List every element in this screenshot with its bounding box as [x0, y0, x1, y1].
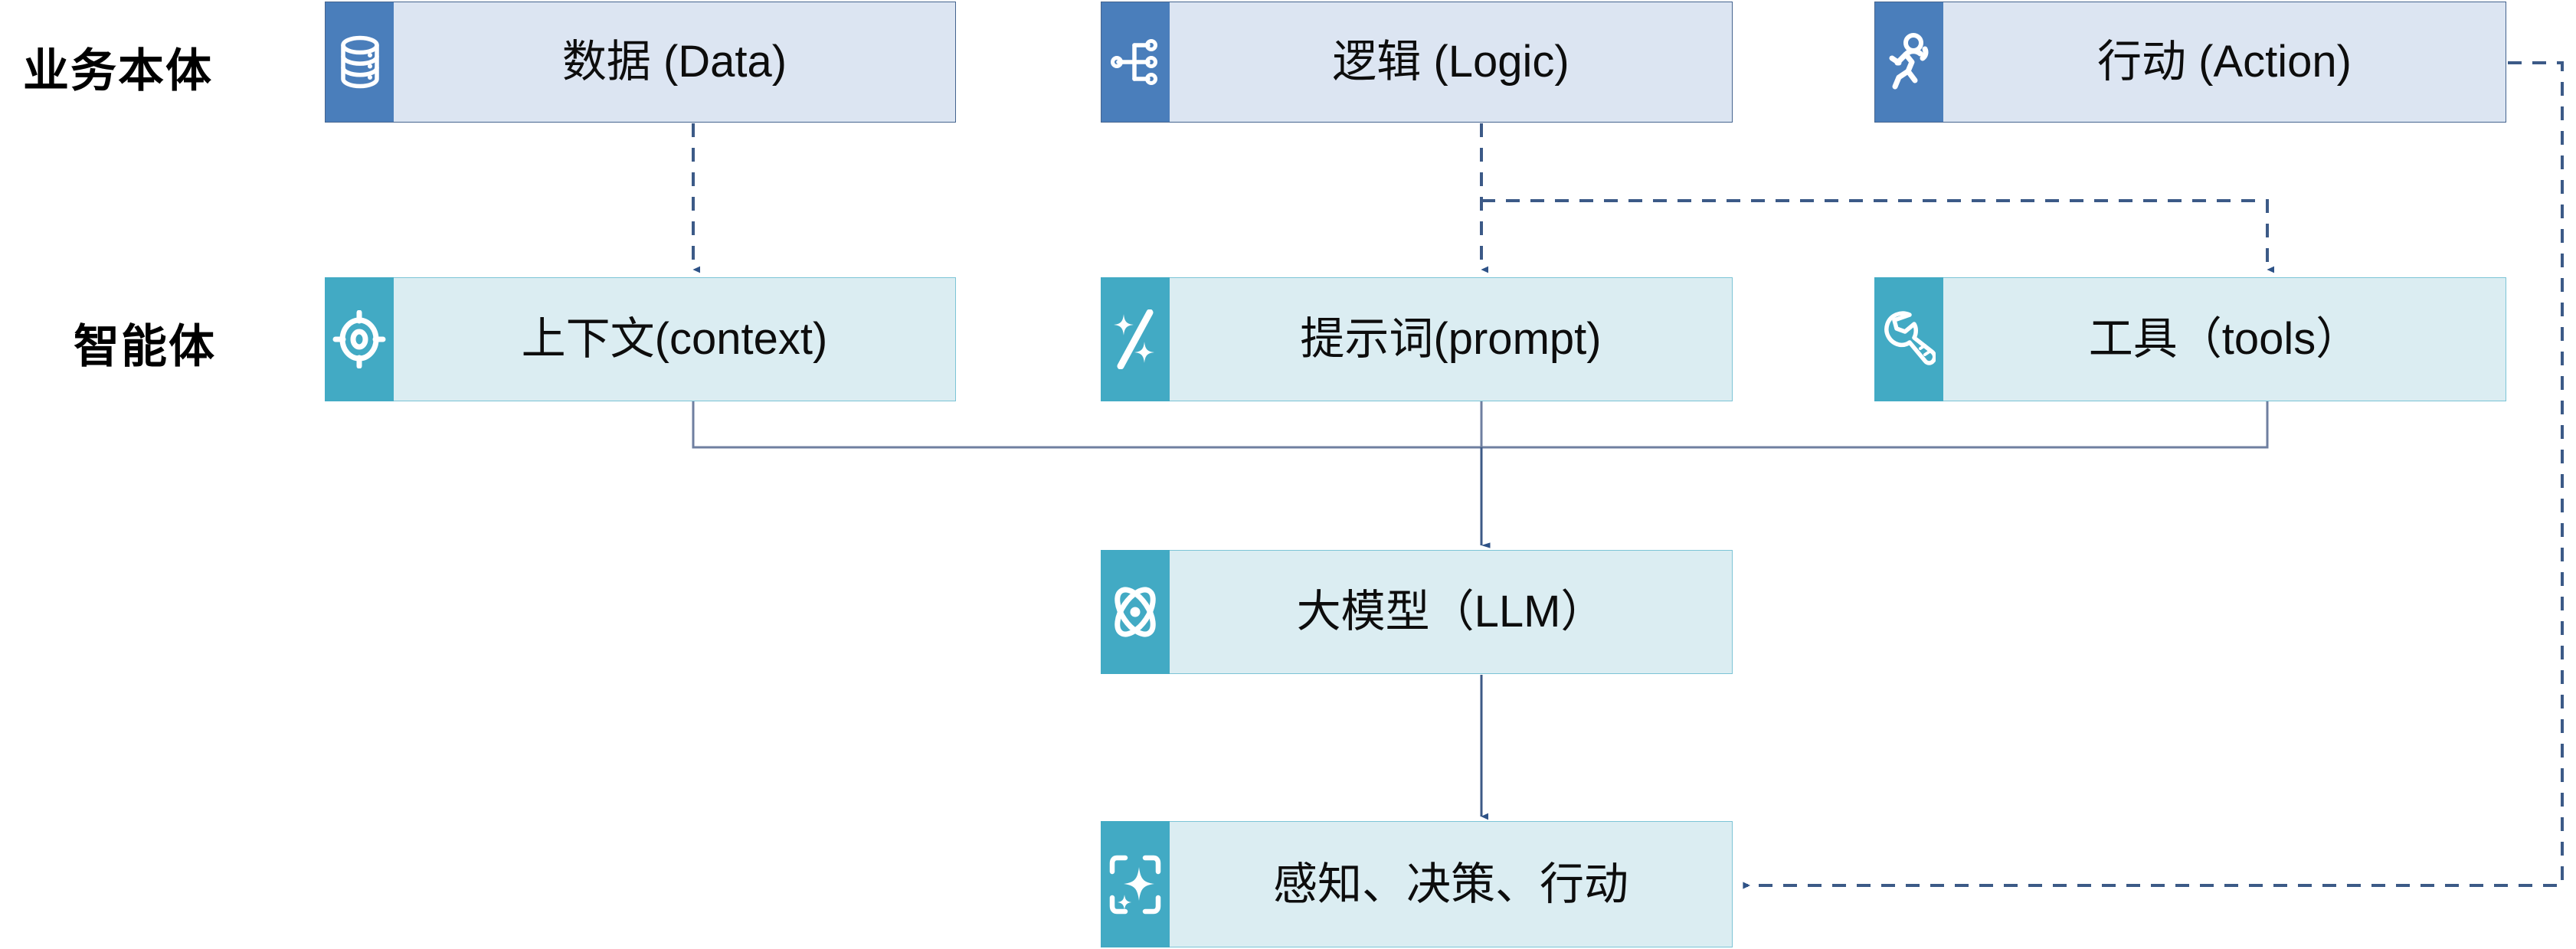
node-outcome-label: 感知、决策、行动 — [1272, 859, 1628, 909]
connector-agent-bus-to-llm — [692, 401, 2269, 548]
sparkle-frame-icon — [1101, 821, 1170, 947]
node-context[interactable]: 上下文(context) — [325, 277, 956, 401]
node-prompt-body: 提示词(prompt) — [1170, 277, 1733, 401]
node-context-body: 上下文(context) — [394, 277, 956, 401]
node-tools[interactable]: 工具（tools） — [1874, 277, 2506, 401]
target-icon — [325, 277, 394, 401]
node-llm[interactable]: 大模型（LLM） — [1101, 550, 1733, 674]
atom-icon — [1101, 550, 1170, 674]
wrench-icon — [1874, 277, 1943, 401]
node-outcome[interactable]: 感知、决策、行动 — [1101, 821, 1733, 947]
connector-action-to-outcome — [1743, 61, 2564, 889]
node-prompt-label: 提示词(prompt) — [1300, 314, 1602, 364]
node-prompt[interactable]: 提示词(prompt) — [1101, 277, 1733, 401]
running-person-icon — [1874, 2, 1943, 123]
row-label-business: 业务本体 — [23, 45, 213, 97]
node-data-label: 数据 (Data) — [561, 37, 787, 87]
node-context-label: 上下文(context) — [521, 314, 828, 364]
database-icon — [325, 2, 394, 123]
node-llm-body: 大模型（LLM） — [1170, 550, 1733, 674]
node-logic-label: 逻辑 (Logic) — [1332, 37, 1569, 87]
node-llm-label: 大模型（LLM） — [1296, 587, 1605, 636]
connector-logic-to-tools — [1481, 199, 2274, 273]
node-action-label: 行动 (Action) — [2097, 37, 2352, 87]
node-data[interactable]: 数据 (Data) — [325, 2, 956, 123]
row-label-agent: 智能体 — [74, 321, 216, 372]
hierarchy-icon — [1101, 2, 1170, 123]
magic-wand-icon — [1101, 277, 1170, 401]
node-logic[interactable]: 逻辑 (Logic) — [1101, 2, 1733, 123]
node-outcome-body: 感知、决策、行动 — [1170, 821, 1733, 947]
node-tools-label: 工具（tools） — [2088, 314, 2361, 364]
node-action-body: 行动 (Action) — [1943, 2, 2506, 123]
node-tools-body: 工具（tools） — [1943, 277, 2506, 401]
node-action[interactable]: 行动 (Action) — [1874, 2, 2506, 123]
node-data-body: 数据 (Data) — [394, 2, 956, 123]
node-logic-body: 逻辑 (Logic) — [1170, 2, 1733, 123]
